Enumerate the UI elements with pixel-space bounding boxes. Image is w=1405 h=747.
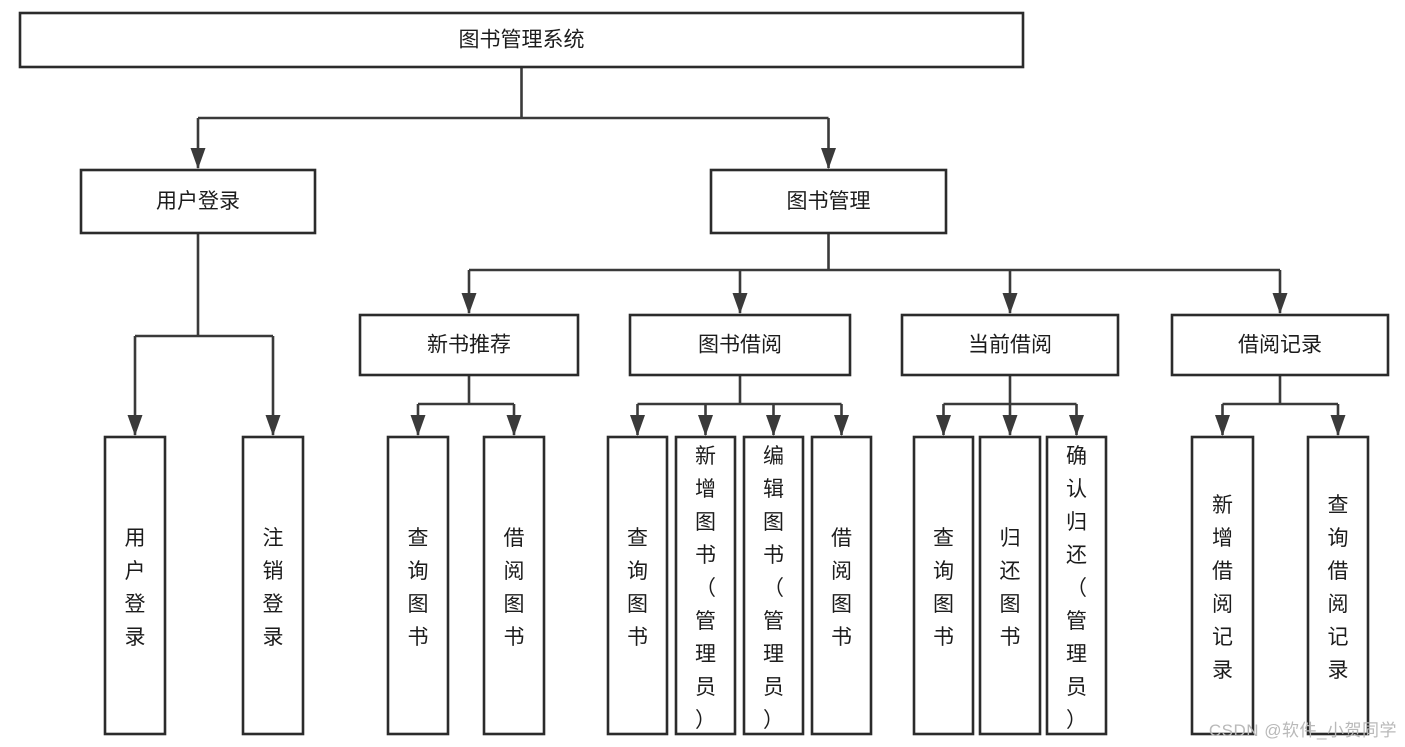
node-borrow-query-book[interactable]: 查询图书 — [606, 435, 669, 736]
node-label: 借阅记录 — [1238, 334, 1322, 357]
node-book-manage[interactable]: 图书管理 — [709, 168, 948, 235]
node-box — [912, 435, 975, 736]
arrow-head-icon — [834, 415, 849, 436]
arrow-head-icon — [1002, 415, 1018, 436]
node-label: 图书管理系统 — [459, 29, 585, 52]
node-box — [606, 435, 669, 736]
arrow-head-icon — [410, 415, 426, 436]
node-borrow-edit-book[interactable]: 编辑图书（管理员） — [742, 435, 805, 736]
node-box — [358, 313, 580, 377]
node-rec-query-book[interactable]: 查询图书 — [386, 435, 450, 736]
node-label: 当前借阅 — [968, 334, 1052, 357]
connector-layer — [127, 67, 1346, 436]
node-box — [386, 435, 450, 736]
arrow-head-icon — [506, 415, 522, 436]
node-layer: 图书管理系统用户登录用户登录注销登录图书管理新书推荐查询图书借阅图书图书借阅查询… — [18, 11, 1390, 736]
arrow-head-icon — [1069, 415, 1084, 436]
node-label: 确认归还（管理员） — [1066, 445, 1087, 732]
node-label: 编辑图书（管理员） — [763, 445, 784, 732]
node-box — [709, 168, 948, 235]
node-cur-return-book[interactable]: 归还图书 — [978, 435, 1042, 736]
node-leaf-logout[interactable]: 注销登录 — [241, 435, 305, 736]
node-label: 借阅图书 — [831, 527, 852, 649]
node-book-borrow[interactable]: 图书借阅 — [628, 313, 852, 377]
arrow-head-icon — [698, 415, 713, 436]
node-root[interactable]: 图书管理系统 — [18, 11, 1025, 69]
node-box — [1170, 313, 1390, 377]
node-borrow-add-book[interactable]: 新增图书（管理员） — [674, 435, 737, 736]
node-label: 新增图书（管理员） — [695, 445, 716, 732]
node-box — [1190, 435, 1255, 736]
node-box — [18, 11, 1025, 69]
node-label: 查询借阅记录 — [1328, 494, 1349, 682]
arrow-head-icon — [127, 415, 143, 436]
arrow-head-icon — [1330, 415, 1346, 436]
node-label: 注销登录 — [263, 527, 284, 649]
node-box — [241, 435, 305, 736]
arrow-head-icon — [190, 148, 206, 169]
node-borrow-borrow-book[interactable]: 借阅图书 — [810, 435, 873, 736]
arrow-head-icon — [821, 148, 836, 169]
node-box — [742, 435, 805, 736]
node-box — [810, 435, 873, 736]
node-cur-query-book[interactable]: 查询图书 — [912, 435, 975, 736]
arrow-head-icon — [766, 415, 781, 436]
node-box — [482, 435, 546, 736]
node-box — [674, 435, 737, 736]
node-box — [1045, 435, 1108, 736]
node-rec-borrow-book[interactable]: 借阅图书 — [482, 435, 546, 736]
node-user-login[interactable]: 用户登录 — [79, 168, 317, 235]
arrow-head-icon — [1215, 415, 1230, 436]
node-box — [628, 313, 852, 377]
arrow-head-icon — [936, 415, 951, 436]
node-rec-query-record[interactable]: 查询借阅记录 — [1306, 435, 1370, 736]
node-borrow-record[interactable]: 借阅记录 — [1170, 313, 1390, 377]
node-label: 用户登录 — [125, 527, 146, 649]
arrow-head-icon — [732, 293, 748, 314]
node-label: 新增借阅记录 — [1212, 494, 1233, 682]
node-label: 图书借阅 — [698, 334, 782, 357]
node-current-borrow[interactable]: 当前借阅 — [900, 313, 1120, 377]
node-label: 查询图书 — [408, 527, 429, 649]
node-box — [900, 313, 1120, 377]
arrow-head-icon — [1272, 293, 1288, 314]
node-label: 查询图书 — [933, 527, 954, 649]
node-label: 图书管理 — [787, 190, 871, 213]
node-box — [978, 435, 1042, 736]
arrow-head-icon — [461, 293, 477, 314]
node-box — [1306, 435, 1370, 736]
arrow-head-icon — [630, 415, 645, 436]
node-label: 借阅图书 — [504, 527, 525, 649]
node-label: 归还图书 — [1000, 527, 1021, 649]
arrow-head-icon — [265, 415, 281, 436]
node-cur-confirm-return[interactable]: 确认归还（管理员） — [1045, 435, 1108, 736]
node-leaf-user-login[interactable]: 用户登录 — [103, 435, 167, 736]
node-label: 查询图书 — [627, 527, 648, 649]
node-box — [79, 168, 317, 235]
arrow-head-icon — [1002, 293, 1018, 314]
node-box — [103, 435, 167, 736]
node-new-book-rec[interactable]: 新书推荐 — [358, 313, 580, 377]
node-label: 新书推荐 — [427, 334, 511, 357]
node-label: 用户登录 — [156, 190, 240, 213]
node-rec-add-record[interactable]: 新增借阅记录 — [1190, 435, 1255, 736]
